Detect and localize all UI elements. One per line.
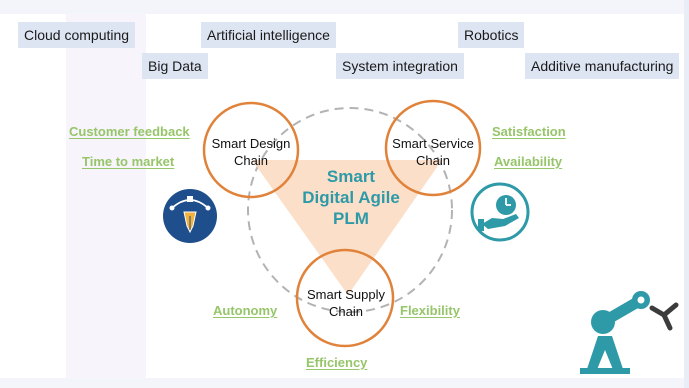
design-chain-label-line1: Smart Design	[211, 136, 291, 151]
benefit-autonomy: Autonomy	[213, 303, 278, 318]
service-chain-label-line2: Chain	[416, 153, 450, 168]
background-band-right	[684, 0, 689, 388]
center-triangle	[252, 160, 442, 295]
pen-tool-icon	[163, 189, 217, 243]
supply-chain-label: Smart Supply Chain	[294, 286, 398, 320]
service-chain-label: Smart Service Chain	[381, 135, 485, 169]
center-title-line3: PLM	[333, 209, 369, 228]
supply-chain-circle	[295, 248, 395, 348]
supply-chain-label-line1: Smart Supply	[306, 287, 386, 302]
tag-artificial-intelligence: Artificial intelligence	[201, 22, 336, 48]
benefit-efficiency: Efficiency	[306, 355, 368, 370]
service-chain-label-line1: Smart Service	[392, 136, 474, 151]
center-title-line1: Smart	[326, 167, 376, 186]
design-chain-label: Smart Design Chain	[201, 135, 301, 169]
hand-clock-icon	[470, 182, 530, 242]
center-title: Smart Digital Agile PLM	[280, 166, 422, 229]
service-chain-circle	[384, 99, 482, 197]
background-band-bottom	[0, 378, 689, 388]
tag-big-data: Big Data	[142, 53, 208, 79]
benefit-time-to-market: Time to market	[82, 154, 175, 169]
benefit-customer-feedback: Customer feedback	[69, 124, 190, 139]
tag-cloud-computing: Cloud computing	[18, 22, 136, 48]
benefit-availability: Availability	[494, 154, 563, 169]
tag-robotics: Robotics	[458, 22, 525, 48]
background-band-top	[0, 0, 689, 14]
design-chain-label-line2: Chain	[234, 153, 268, 168]
supply-chain-label-line2: Chain	[329, 304, 363, 319]
benefit-flexibility: Flexibility	[400, 303, 460, 318]
benefit-satisfaction: Satisfaction	[492, 124, 566, 139]
tag-system-integration: System integration	[336, 53, 464, 79]
background-band-left	[66, 0, 146, 388]
tag-additive-manufacturing: Additive manufacturing	[525, 53, 680, 79]
robot-arm-icon	[580, 291, 679, 374]
center-title-line2: Digital Agile	[302, 188, 400, 207]
dashed-outer-circle	[247, 107, 453, 313]
design-chain-circle	[202, 101, 300, 199]
